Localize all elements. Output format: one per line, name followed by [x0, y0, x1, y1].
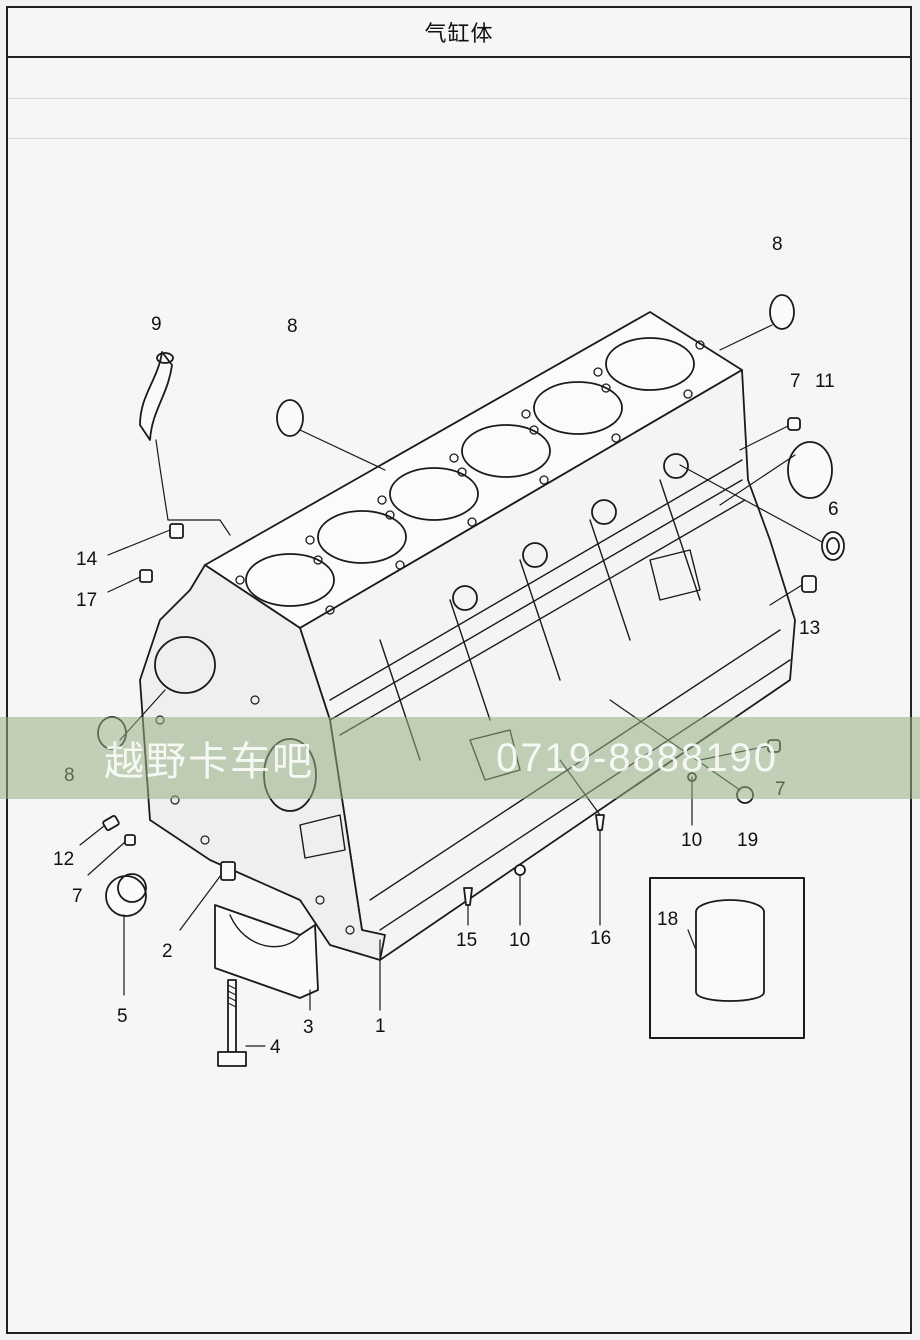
- part-7-plug: [787, 417, 801, 431]
- cam-bore: [663, 453, 689, 479]
- callout-10a: 10: [681, 830, 702, 851]
- callout-7a: 7: [790, 371, 801, 392]
- cam-bore: [522, 542, 548, 568]
- part-6-seal: [821, 531, 845, 561]
- cylinder-bore: [605, 337, 695, 391]
- callout-16: 16: [590, 928, 611, 949]
- callout-8a: 8: [287, 316, 298, 337]
- cylinder-bore: [389, 467, 479, 521]
- part-5-bushing: [105, 875, 147, 917]
- callout-10b: 10: [509, 930, 530, 951]
- part-4-bolt: [227, 979, 237, 1053]
- part-16-jet: [595, 814, 605, 831]
- callout-12: 12: [53, 849, 74, 870]
- page-title: 气缸体: [8, 8, 910, 58]
- callout-5: 5: [117, 1006, 128, 1027]
- part-11-cap: [787, 441, 833, 499]
- part-17-nut: [139, 569, 153, 583]
- watermark-band: 越野卡车吧 0719-8888190: [0, 717, 920, 799]
- cylinder-bore: [533, 381, 623, 435]
- faded-table-header: [8, 58, 910, 99]
- part-9-tube: [139, 351, 173, 441]
- cylinder-bore: [317, 510, 407, 564]
- page-title-text: 气缸体: [424, 22, 494, 47]
- watermark-phone: 0719-8888190: [496, 735, 779, 780]
- callout-9: 9: [151, 314, 162, 335]
- callout-7c: 7: [72, 886, 83, 907]
- callout-1: 1: [375, 1016, 386, 1037]
- callout-15: 15: [456, 930, 477, 951]
- front-bore: [154, 636, 216, 694]
- cam-bore: [452, 585, 478, 611]
- callout-11: 11: [815, 371, 835, 392]
- callout-4: 4: [270, 1037, 281, 1058]
- callout-8b: 8: [772, 234, 783, 255]
- callout-19: 19: [737, 830, 758, 851]
- watermark-name: 越野卡车吧: [104, 739, 314, 785]
- part-15-pin: [463, 887, 473, 906]
- part-7-plug: [124, 834, 136, 846]
- callout-18: 18: [657, 909, 678, 930]
- cylinder-bore: [461, 424, 551, 478]
- cam-bore: [591, 499, 617, 525]
- callout-13: 13: [799, 618, 820, 639]
- part-8-plug: [276, 399, 304, 437]
- part-14-sleeve: [169, 523, 184, 539]
- callout-3: 3: [303, 1017, 314, 1038]
- cylinder-bore: [245, 553, 335, 607]
- part-13-plug: [801, 575, 817, 593]
- faded-parts-table: [8, 58, 910, 142]
- part-10-dowel: [514, 864, 526, 876]
- part-2-dowel: [220, 861, 236, 881]
- callout-2: 2: [162, 941, 173, 962]
- callout-6: 6: [828, 499, 839, 520]
- part-12-pin: [102, 815, 120, 831]
- callout-14: 14: [76, 549, 98, 570]
- callout-17: 17: [76, 590, 97, 611]
- faded-table-row: [8, 98, 910, 139]
- part-8-plug: [769, 294, 795, 330]
